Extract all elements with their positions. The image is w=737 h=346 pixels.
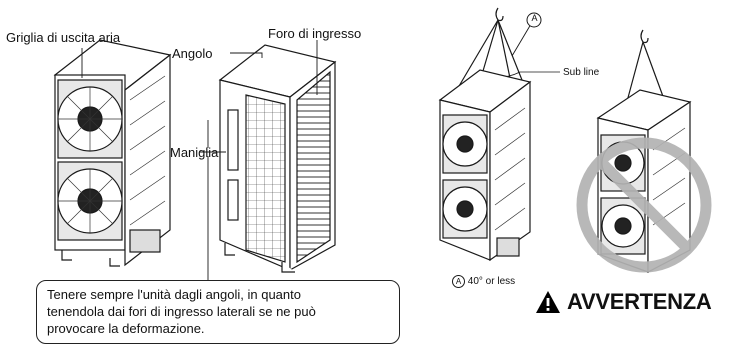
angle-marker-label: A — [531, 13, 538, 23]
note-line-3: provocare la deformazione. — [47, 321, 205, 336]
outdoor-unit-front-view — [53, 39, 172, 267]
warning-heading: AVVERTENZA — [535, 289, 712, 315]
prohibition-icon — [576, 137, 712, 273]
outdoor-unit-rear-view — [218, 44, 337, 273]
angle-note: A 40° or less — [452, 275, 515, 288]
warning-triangle-icon — [536, 291, 560, 313]
note-line-2: tenendola dai fori di ingresso laterali … — [47, 304, 316, 319]
outdoor-unit-lifting-correct — [438, 7, 560, 262]
angle-note-marker: A — [452, 275, 465, 288]
angle-note-text: 40° or less — [467, 276, 516, 288]
label-corner: Angolo — [172, 46, 213, 61]
label-sub-line: Sub line — [563, 67, 600, 78]
leader-lines — [81, 40, 318, 285]
warning-text: AVVERTENZA — [567, 289, 712, 314]
note-line-1: Tenere sempre l'unità dagli angoli, in q… — [47, 287, 301, 302]
label-inlet-hole: Foro di ingresso — [268, 26, 362, 41]
angle-marker-circle — [526, 12, 542, 28]
label-handle: Maniglia — [170, 145, 219, 160]
label-air-outlet-grille: Griglia di uscita aria — [6, 30, 121, 45]
handling-note-box: Tenere sempre l'unità dagli angoli, in q… — [36, 280, 400, 344]
